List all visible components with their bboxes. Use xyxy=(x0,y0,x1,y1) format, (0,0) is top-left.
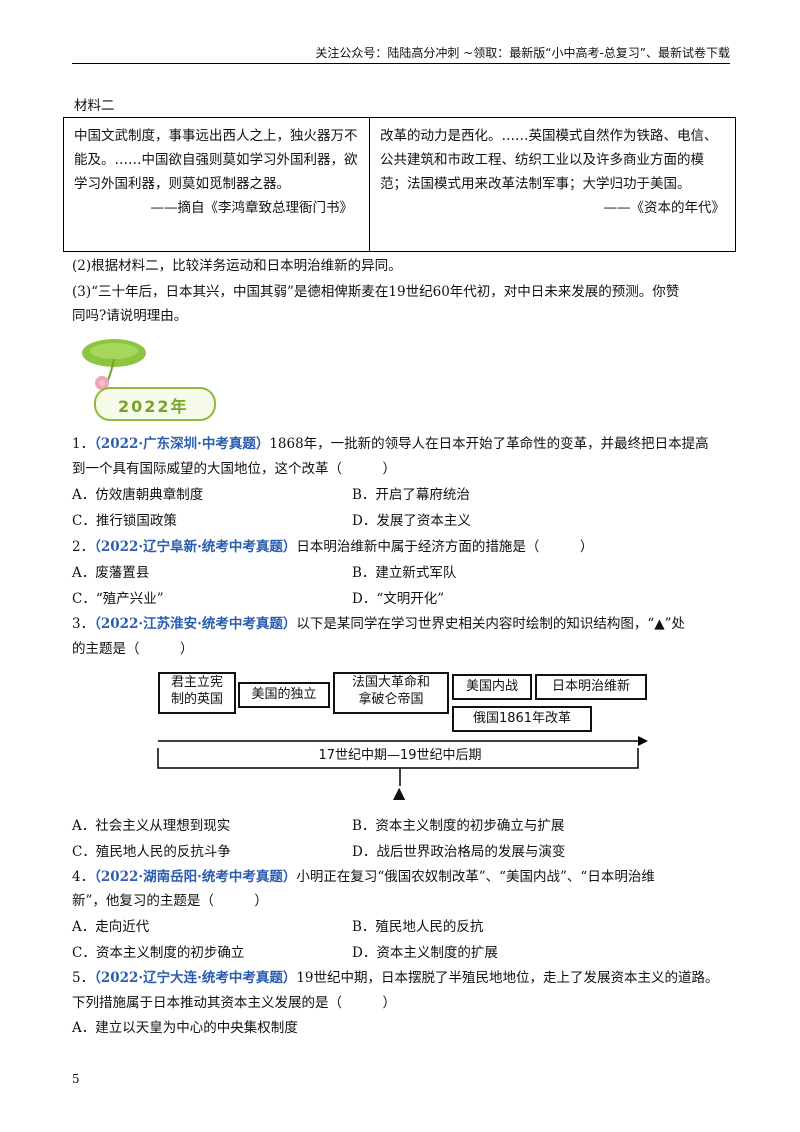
box-text: 君主立宪 xyxy=(170,675,223,690)
question-5-line2: 下列措施属于日本推动其资本主义发展的是（ ） xyxy=(72,995,396,1011)
box-text: 法国大革命和 xyxy=(351,675,430,690)
year-badge: 2022年 xyxy=(94,387,216,421)
sub-question-3-line2: 同吗?请说明理由。 xyxy=(72,308,188,324)
question-number: 3． xyxy=(72,616,95,632)
q3-option-a[interactable]: A．社会主义从理想到现实 xyxy=(72,818,231,834)
question-text: 日本明治维新中属于经济方面的措施是（ ） xyxy=(296,539,594,555)
material-right-text: 改革的动力是西化。……英国模式自然作为铁路、电信、公共建筑和市政工程、纺织工业以… xyxy=(380,128,718,192)
question-1-line2: 到一个具有国际威望的大国地位，这个改革（ ） xyxy=(72,461,396,477)
question-text: 小明正在复习“俄国农奴制改革”、“美国内战”、“日本明治维 xyxy=(296,869,655,885)
year-section-logo: 2022年 xyxy=(80,335,220,427)
question-3-line1: 3．（2022·江苏淮安·统考中考真题）以下是某同学在学习世界史相关内容时绘制的… xyxy=(72,614,685,634)
material-label: 材料二 xyxy=(74,98,115,114)
q1-option-d[interactable]: D．发展了资本主义 xyxy=(352,513,471,529)
q4-option-a[interactable]: A．走向近代 xyxy=(72,919,150,935)
question-4-line1: 4．（2022·湖南岳阳·统考中考真题）小明正在复习“俄国农奴制改革”、“美国内… xyxy=(72,867,655,887)
question-source: （2022·广东深圳·中考真题） xyxy=(94,436,270,452)
question-source: （2022·辽宁阜新·统考中考真题） xyxy=(94,539,297,555)
q4-option-c[interactable]: C．资本主义制度的初步确立 xyxy=(72,945,245,961)
question-1-line1: 1．（2022·广东深圳·中考真题）1868年，一批新的领导人在日本开始了革命性… xyxy=(72,434,709,454)
q5-option-a[interactable]: A．建立以天皇为中心的中央集权制度 xyxy=(72,1020,298,1036)
sub-question-3-line1: (3)“三十年后，日本其兴，中国其弱”是德相俾斯麦在19世纪60年代初，对中日未… xyxy=(72,284,680,300)
question-4-line2: 新”，他复习的主题是（ ） xyxy=(72,893,268,909)
q3-option-b[interactable]: B．资本主义制度的初步确立与扩展 xyxy=(352,818,565,834)
material-left-cite: ——摘自《李鸿章致总理衙门书》 xyxy=(150,200,354,216)
header-divider xyxy=(72,63,730,64)
question-text: 以下是某同学在学习世界史相关内容时绘制的知识结构图，“▲”处 xyxy=(296,616,686,632)
timeline-label: 17世纪中期—19世纪中后期 xyxy=(300,744,500,763)
q4-option-b[interactable]: B．殖民地人民的反抗 xyxy=(352,919,484,935)
q3-option-d[interactable]: D．战后世界政治格局的发展与演变 xyxy=(352,844,566,860)
lotus-leaf-icon xyxy=(82,339,146,394)
material-right-cell: 改革的动力是西化。……英国模式自然作为铁路、电信、公共建筑和市政工程、纺织工业以… xyxy=(369,117,736,252)
page-header: 关注公众号：陆陆高分冲刺 ~领取：最新版“小中高考-总复习”、最新试卷下载 xyxy=(315,46,730,60)
question-2-line1: 2．（2022·辽宁阜新·统考中考真题）日本明治维新中属于经济方面的措施是（ ） xyxy=(72,537,593,557)
question-number: 4． xyxy=(72,869,95,885)
q1-option-b[interactable]: B．开启了幕府统治 xyxy=(352,487,470,503)
question-text: 19世纪中期，日本摆脱了半殖民地地位，走上了发展资本主义的道路。 xyxy=(296,970,719,986)
question-3-line2: 的主题是（ ） xyxy=(72,641,194,657)
question-number: 5． xyxy=(72,970,95,986)
q2-option-b[interactable]: B．建立新式军队 xyxy=(352,565,457,581)
diagram-box-meiji: 日本明治维新 xyxy=(535,674,647,700)
box-text: 拿破仑帝国 xyxy=(358,692,424,707)
q4-option-d[interactable]: D．资本主义制度的扩展 xyxy=(352,945,498,961)
timeline-graphic xyxy=(157,736,648,786)
q1-option-a[interactable]: A．仿效唐朝典章制度 xyxy=(72,487,204,503)
diagram-box-russia-reform: 俄国1861年改革 xyxy=(452,706,592,732)
triangle-marker-icon: ▲ xyxy=(393,783,406,802)
material-left-cell: 中国文武制度，事事远出西人之上，独火器万不能及。……中国欲自强则莫如学习外国利器… xyxy=(63,117,370,252)
material-table: 中国文武制度，事事远出西人之上，独火器万不能及。……中国欲自强则莫如学习外国利器… xyxy=(63,117,736,252)
question-source: （2022·辽宁大连·统考中考真题） xyxy=(94,970,297,986)
question-number: 2． xyxy=(72,539,95,555)
arrow-head-icon xyxy=(638,736,648,746)
knowledge-structure-diagram: 君主立宪 制的英国 美国的独立 法国大革命和 拿破仑帝国 美国内战 日本明治维新… xyxy=(150,668,655,808)
question-number: 1． xyxy=(72,436,95,452)
q3-option-c[interactable]: C．殖民地人民的反抗斗争 xyxy=(72,844,231,860)
sub-question-2: (2)根据材料二，比较洋务运动和日本明治维新的异同。 xyxy=(72,258,402,274)
material-left-text: 中国文武制度，事事远出西人之上，独火器万不能及。……中国欲自强则莫如学习外国利器… xyxy=(74,128,358,192)
q2-option-c[interactable]: C．“殖产兴业” xyxy=(72,591,164,607)
diagram-box-us-independence: 美国的独立 xyxy=(238,682,330,708)
diagram-box-french-revolution: 法国大革命和 拿破仑帝国 xyxy=(333,672,449,714)
box-text: 制的英国 xyxy=(170,692,223,707)
material-right-cite: ——《资本的年代》 xyxy=(603,200,726,216)
question-text: 1868年，一批新的领导人在日本开始了革命性的变革，并最终把日本提高 xyxy=(269,436,709,452)
q2-option-d[interactable]: D．“文明开化” xyxy=(352,591,445,607)
page-number: 5 xyxy=(72,1072,80,1086)
year-badge-text: 2022年 xyxy=(118,397,189,416)
diagram-box-england: 君主立宪 制的英国 xyxy=(158,672,236,714)
diagram-box-us-civil-war: 美国内战 xyxy=(452,674,532,700)
question-source: （2022·湖南岳阳·统考中考真题） xyxy=(94,869,297,885)
question-source: （2022·江苏淮安·统考中考真题） xyxy=(94,616,297,632)
question-5-line1: 5．（2022·辽宁大连·统考中考真题）19世纪中期，日本摆脱了半殖民地地位，走… xyxy=(72,968,719,988)
q2-option-a[interactable]: A．废藩置县 xyxy=(72,565,150,581)
q1-option-c[interactable]: C．推行锁国政策 xyxy=(72,513,177,529)
